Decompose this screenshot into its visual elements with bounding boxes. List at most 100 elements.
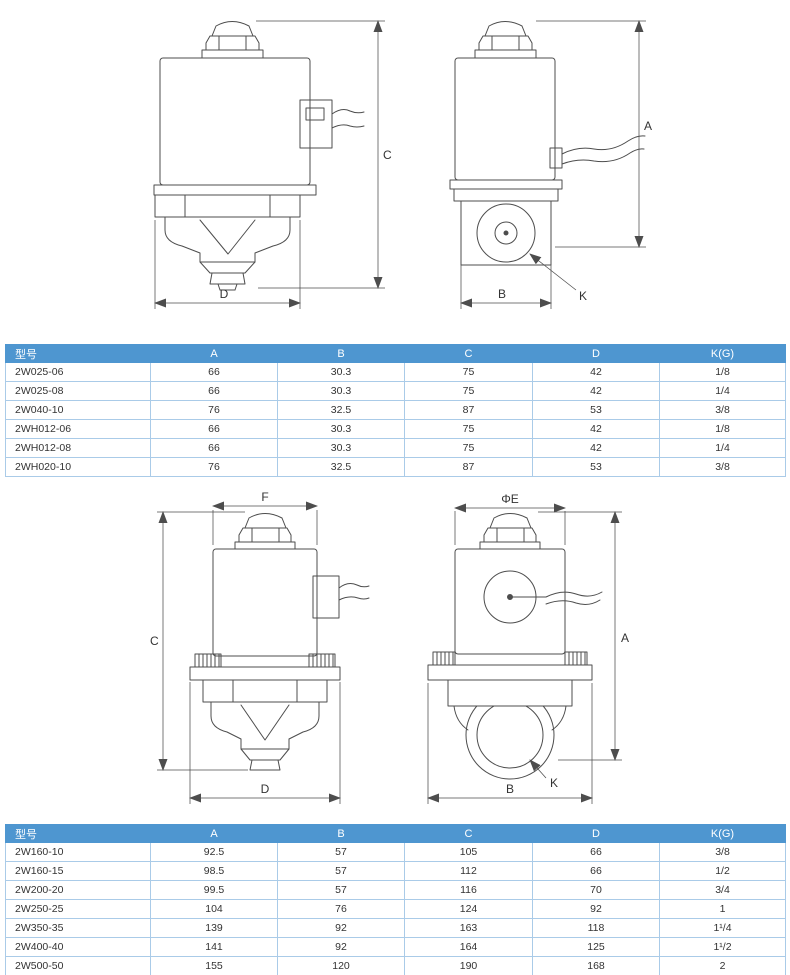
valve-body (153, 184, 317, 291)
dim-label-b: B (498, 287, 506, 301)
value-cell: 1/2 (659, 861, 786, 881)
value-cell: 66 (150, 381, 278, 401)
model-cell: 2W160-15 (5, 861, 151, 881)
header-b: B (277, 344, 405, 363)
dimension-a: A (538, 511, 629, 761)
dim-label-f: F (261, 490, 268, 504)
value-cell: 164 (404, 937, 533, 957)
value-cell: 155 (150, 956, 278, 975)
model-cell: 2W500-50 (5, 956, 151, 975)
value-cell: 42 (532, 381, 660, 401)
cap-nut (479, 513, 541, 550)
value-cell: 3/8 (659, 842, 786, 862)
value-cell: 168 (532, 956, 660, 975)
value-cell: 190 (404, 956, 533, 975)
value-cell: 66 (532, 861, 660, 881)
dimension-c: C (150, 511, 248, 771)
model-cell: 2WH020-10 (5, 457, 151, 477)
dimension-b: B (427, 683, 593, 804)
value-cell: 104 (150, 899, 278, 919)
value-cell: 92.5 (150, 842, 278, 862)
value-cell: 30.3 (277, 438, 405, 458)
value-cell: 92 (277, 918, 405, 938)
dim-label-c: C (383, 148, 392, 162)
value-cell: 30.3 (277, 381, 405, 401)
value-cell: 3/8 (659, 457, 786, 477)
value-cell: 30.3 (277, 362, 405, 382)
header-d: D (532, 344, 660, 363)
value-cell: 75 (404, 362, 533, 382)
value-cell: 92 (277, 937, 405, 957)
value-cell: 76 (150, 457, 278, 477)
dim-label-b: B (506, 782, 514, 796)
value-cell: 75 (404, 438, 533, 458)
cap-nut (234, 513, 296, 550)
dimension-c: C (256, 20, 392, 289)
mounting-flange (427, 651, 593, 681)
model-cell: 2WH012-08 (5, 438, 151, 458)
value-cell: 116 (404, 880, 533, 900)
model-cell: 2WH012-06 (5, 419, 151, 439)
value-cell: 42 (532, 362, 660, 382)
dim-label-c: C (150, 634, 159, 648)
value-cell: 2 (659, 956, 786, 975)
model-cell: 2W200-20 (5, 880, 151, 900)
dimension-d: D (189, 682, 341, 804)
dim-label-a: A (644, 119, 652, 133)
value-cell: 1/8 (659, 362, 786, 382)
dim-label-k: K (579, 289, 587, 303)
header-k: K(G) (659, 344, 786, 363)
model-cell: 2W025-08 (5, 381, 151, 401)
model-cell: 2W025-06 (5, 362, 151, 382)
coil-body (159, 57, 311, 186)
value-cell: 57 (277, 880, 405, 900)
dim-label-d: D (261, 782, 270, 796)
table-header: 型号 A B C D K(G) (5, 824, 786, 843)
connector-and-wires (312, 575, 370, 619)
header-model: 型号 (5, 344, 151, 363)
dimension-b: B (460, 265, 552, 309)
value-cell: 75 (404, 381, 533, 401)
value-cell: 76 (277, 899, 405, 919)
value-cell: 120 (277, 956, 405, 975)
cap-nut (474, 21, 537, 59)
value-cell: 66 (150, 438, 278, 458)
value-cell: 53 (532, 400, 660, 420)
dim-label-k: K (550, 776, 558, 790)
cap-nut (201, 21, 264, 59)
dimension-d: D (154, 220, 301, 309)
mounting-flange (189, 653, 341, 681)
value-cell: 87 (404, 457, 533, 477)
value-cell: 66 (532, 842, 660, 862)
model-cell: 2W160-10 (5, 842, 151, 862)
lead-wires (509, 591, 603, 605)
value-cell: 75 (404, 419, 533, 439)
value-cell: 53 (532, 457, 660, 477)
connector-and-wires (299, 99, 365, 149)
drawing-large-valve-side-view: ΦE A B K (427, 492, 629, 804)
table-header: 型号 A B C D K(G) (5, 344, 786, 363)
header-row: 型号 A B C D K(G) (5, 344, 786, 363)
value-cell: 3/4 (659, 880, 786, 900)
value-cell: 163 (404, 918, 533, 938)
value-cell: 87 (404, 400, 533, 420)
value-cell: 125 (532, 937, 660, 957)
dim-label-a: A (621, 631, 629, 645)
drawing-small-valve-front-view: C D (153, 20, 392, 309)
model-cell: 2W040-10 (5, 400, 151, 420)
value-cell: 98.5 (150, 861, 278, 881)
coil-body (454, 548, 566, 655)
dimension-k: K (529, 759, 558, 790)
value-cell: 1/8 (659, 419, 786, 439)
value-cell: 70 (532, 880, 660, 900)
